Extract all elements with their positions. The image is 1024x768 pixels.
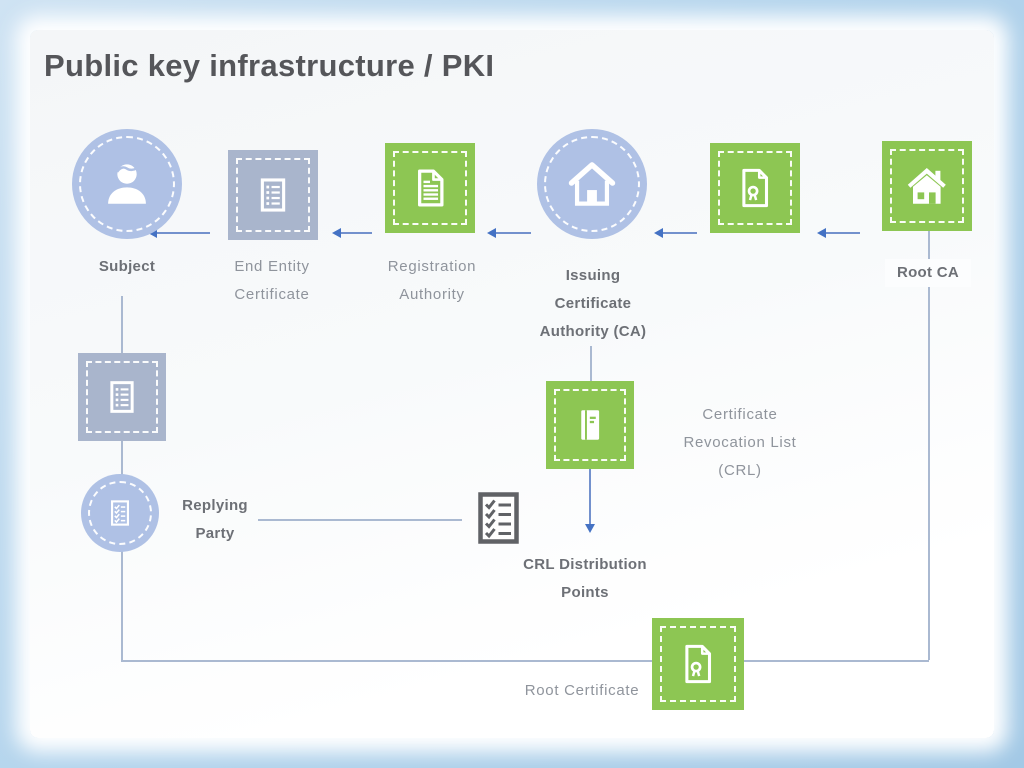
arrow-shaft [826,232,860,234]
crl-node [546,381,634,469]
list-document-icon [260,178,286,212]
label-line: Certificate [234,286,310,303]
connector-issuing-to-crl [590,346,592,383]
label-line: Authority (CA) [539,323,647,340]
connector-subject-to-cert [121,296,123,354]
checklist-icon [478,492,519,544]
page-title: Public key infrastructure / PKI [44,48,495,83]
label-line: Issuing [565,267,621,284]
registration-authority-node [385,143,475,233]
replying-party-label: Replying Party [182,492,248,548]
arrowhead-icon [487,228,496,238]
arrow-registration-to-endentity [332,228,372,238]
connector-rootca-down [928,231,930,660]
subject-node [72,129,182,239]
slide-frame [30,30,994,738]
document-icon [418,169,444,207]
label-line: Certificate [554,295,632,312]
label-line: (CRL) [718,462,762,479]
arrow-rootca-to-cert [817,228,860,238]
arrow-shaft [496,232,531,234]
house-icon [907,168,946,204]
certificate-icon [685,644,712,684]
replying-party-node [81,474,159,552]
label-line: Root Certificate [524,682,640,699]
list-document-icon [110,381,134,413]
label-line: Registration [387,258,477,275]
label-line: CRL Distribution [523,556,647,573]
arrow-shaft [663,232,697,234]
label-line: End Entity [234,258,310,275]
arrowhead-icon [654,228,663,238]
connector-bottom [121,660,929,662]
subject-label: Subject [99,253,155,281]
issuing-ca-label: Issuing Certificate Authority (CA) [540,262,647,346]
registration-authority-label: Registration Authority [388,253,476,309]
label-line: Root CA [896,264,960,281]
arrowhead-icon [817,228,826,238]
user-icon [108,164,146,204]
check-document-icon [111,500,129,526]
certificate-icon [742,168,769,208]
label-line: Authority [399,286,465,303]
arrow-shaft [341,232,372,234]
arrow-cert-to-issuing [654,228,697,238]
label-line: Replying [182,497,248,514]
root-ca-node [882,141,972,231]
connector-replying-down [121,551,123,661]
label-line: Points [561,584,609,601]
root-ca-label: Root CA [884,259,972,287]
arrow-issuing-to-registration [487,228,531,238]
root-certificate-node [652,618,744,710]
intermediate-certificate-node [710,143,800,233]
connector-replying-to-checklist [258,519,462,521]
crl-label: Certificate Revocation List (CRL) [683,401,796,485]
label-line: Subject [98,258,156,275]
arrow-shaft [589,469,591,524]
arrowhead-icon [585,524,595,533]
arrow-shaft [157,232,210,234]
subject-certificate-node [78,353,166,441]
end-entity-certificate-label: End Entity Certificate [234,253,309,309]
crl-distribution-points-label: CRL Distribution Points [523,551,647,607]
end-entity-certificate-node [228,150,318,240]
label-line: Certificate [702,406,778,423]
root-certificate-label: Root Certificate [525,677,640,705]
label-line: Party [195,525,235,542]
arrow-endentity-to-subject [148,228,210,238]
connector-cert-to-replying [121,441,123,476]
home-icon [568,162,616,206]
issuing-ca-node [537,129,647,239]
arrowhead-icon [148,228,157,238]
label-line: Revocation List [683,434,797,451]
arrow-crl-to-distribution [585,469,595,533]
arrowhead-icon [332,228,341,238]
book-icon [581,410,600,440]
